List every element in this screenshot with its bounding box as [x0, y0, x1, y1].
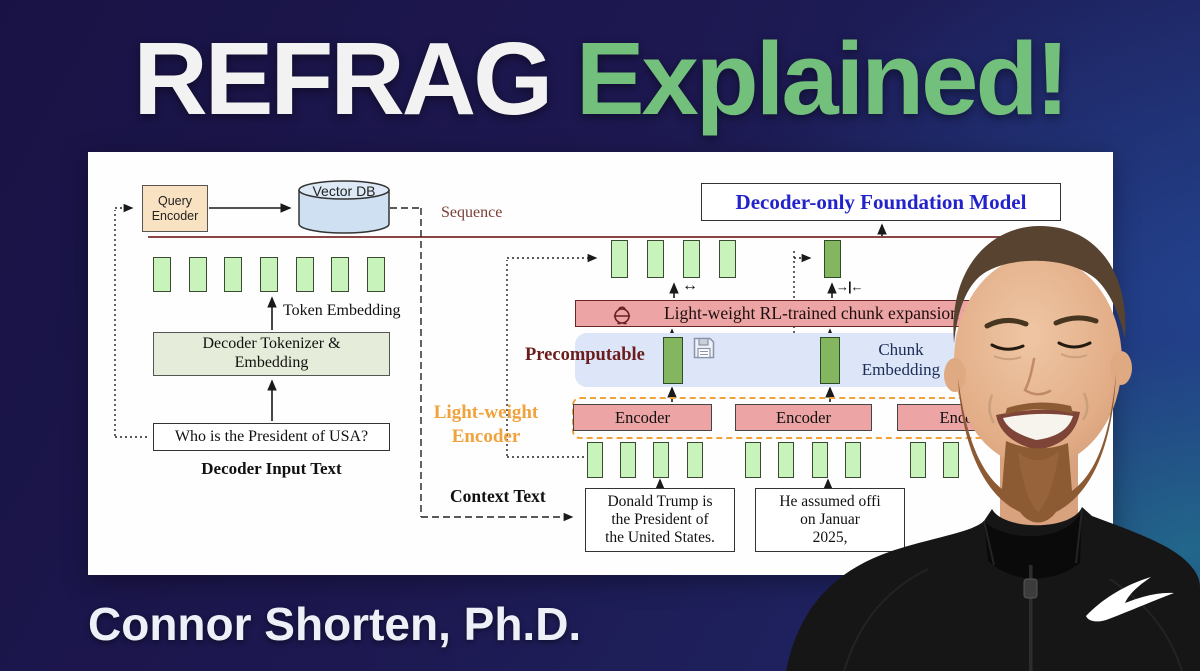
token-cell — [687, 442, 703, 478]
query-encoder-box: Query Encoder — [142, 185, 208, 232]
token-cell — [943, 442, 959, 478]
context-box-1: Donald Trump is the President of the Uni… — [585, 488, 735, 552]
token-cell — [683, 240, 700, 278]
presenter-head — [944, 225, 1132, 543]
token-cell — [845, 442, 861, 478]
title-refrag: REFRAG — [133, 21, 553, 136]
token-cell — [653, 442, 669, 478]
precompute-band — [575, 333, 1007, 387]
vector-db-label: Vector DB — [312, 183, 376, 199]
encoder-box-2: Encoder — [735, 404, 872, 431]
token-cell — [260, 257, 278, 292]
lightweight-encoder-label: Light-weight Encoder — [433, 402, 539, 447]
token-cell — [153, 257, 171, 292]
nike-swoosh-icon — [1086, 577, 1174, 622]
expand-arrows-symbol: ↔ — [682, 277, 698, 294]
video-title: REFRAG Explained! — [0, 20, 1200, 138]
decoder-input-label: Decoder Input Text — [201, 459, 342, 478]
chunk-embedding-cell — [820, 337, 840, 384]
robot-icon — [613, 306, 631, 325]
token-cell — [719, 240, 736, 278]
context-box-2: He assumed offi on Januar 2025, — [755, 488, 905, 552]
merge-arrows-symbol: →|← — [836, 279, 864, 294]
refrag-architecture-diagram: Query Encoder Vector DB Sequence Decoder… — [88, 152, 1113, 575]
token-embedding-label: Token Embedding — [283, 302, 401, 319]
database-cylinder-icon — [298, 180, 390, 234]
presenter-jacket — [786, 507, 1200, 671]
token-cell — [812, 442, 828, 478]
decoder-input-question-box: Who is the President of USA? — [153, 423, 390, 451]
floppy-disk-icon — [693, 337, 715, 359]
title-explained: Explained! — [575, 21, 1070, 136]
sequence-label: Sequence — [441, 204, 503, 221]
decoder-tokenizer-box: Decoder Tokenizer & Embedding — [153, 332, 390, 376]
chunk-embedding-label: Chunk Embedding — [861, 339, 941, 379]
token-cell — [778, 442, 794, 478]
token-cell — [611, 240, 628, 278]
author-name: Connor Shorten, Ph.D. — [88, 598, 582, 650]
token-cell — [296, 257, 314, 292]
encoder-box-1: Encoder — [573, 404, 712, 431]
token-cell — [620, 442, 636, 478]
token-cell — [910, 442, 926, 478]
token-cell — [745, 442, 761, 478]
zipper-pull — [1023, 578, 1038, 599]
presenter-photo — [786, 225, 1200, 671]
chunk-token-cell — [824, 240, 841, 278]
token-cell — [331, 257, 349, 292]
hair — [953, 225, 1126, 343]
chunk-embedding-cell — [663, 337, 683, 384]
context-text-label: Context Text — [450, 486, 546, 506]
token-cell — [224, 257, 242, 292]
token-cell — [367, 257, 385, 292]
token-cell — [189, 257, 207, 292]
beard — [958, 373, 1116, 523]
foundation-model-box: Decoder-only Foundation Model — [701, 183, 1061, 221]
token-cell — [647, 240, 664, 278]
token-cell — [587, 442, 603, 478]
precomputable-label: Precomputable — [525, 345, 645, 365]
zipper — [1029, 565, 1033, 671]
